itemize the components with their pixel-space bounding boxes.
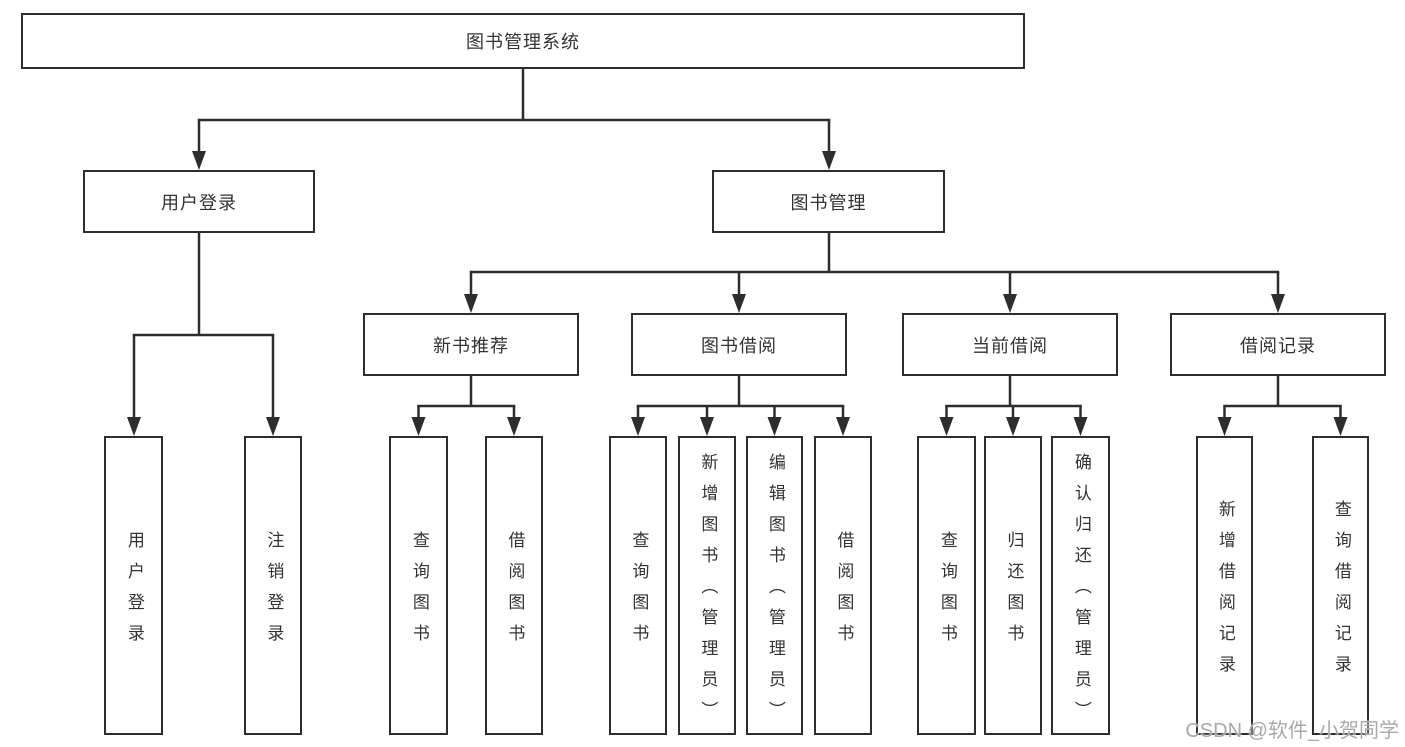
tree-arrowheads bbox=[127, 120, 1348, 436]
node-book-management: 图书管理 bbox=[712, 170, 945, 233]
node-new-book-recommend-label: 新书推荐 bbox=[433, 335, 509, 356]
leaf-borrowing-borrow-books: 借阅图书 bbox=[814, 436, 872, 735]
leaf-current-confirm-return-admin-label: 确认归还（管理员） bbox=[1071, 453, 1091, 732]
leaf-user-login-label: 用户登录 bbox=[124, 530, 144, 655]
tree-connector-lines bbox=[132, 69, 1342, 408]
leaf-newbooks-query-books-label: 查询图书 bbox=[409, 530, 429, 655]
node-new-book-recommend: 新书推荐 bbox=[363, 313, 579, 376]
node-borrowing-records: 借阅记录 bbox=[1170, 313, 1386, 376]
node-current-borrowing-label: 当前借阅 bbox=[972, 335, 1048, 356]
leaf-borrowing-edit-books-admin: 编辑图书（管理员） bbox=[746, 436, 803, 735]
csdn-watermark: CSDN @软件_小贺同学 bbox=[1185, 720, 1399, 742]
leaf-borrowing-borrow-books-label: 借阅图书 bbox=[834, 530, 854, 655]
node-user-login: 用户登录 bbox=[83, 170, 315, 233]
leaf-borrowing-add-books-admin-label: 新增图书（管理员） bbox=[698, 453, 718, 732]
node-root: 图书管理系统 bbox=[21, 13, 1025, 69]
node-book-borrowing-label: 图书借阅 bbox=[701, 335, 777, 356]
leaf-logout: 注销登录 bbox=[244, 436, 302, 735]
node-user-login-label: 用户登录 bbox=[161, 192, 237, 213]
node-borrowing-records-label: 借阅记录 bbox=[1240, 335, 1316, 356]
leaf-newbooks-query-books: 查询图书 bbox=[389, 436, 448, 735]
node-current-borrowing: 当前借阅 bbox=[902, 313, 1118, 376]
leaf-current-return-books: 归还图书 bbox=[984, 436, 1042, 735]
leaf-borrowing-query-books: 查询图书 bbox=[609, 436, 667, 735]
node-root-label: 图书管理系统 bbox=[466, 32, 580, 52]
node-book-management-label: 图书管理 bbox=[790, 192, 867, 213]
leaf-newbooks-borrow-books-label: 借阅图书 bbox=[505, 530, 525, 655]
leaf-user-login: 用户登录 bbox=[104, 436, 163, 735]
leaf-records-add-record: 新增借阅记录 bbox=[1196, 436, 1253, 735]
leaf-records-query-record: 查询借阅记录 bbox=[1312, 436, 1369, 735]
leaf-logout-label: 注销登录 bbox=[264, 530, 284, 655]
leaf-borrowing-query-books-label: 查询图书 bbox=[629, 530, 649, 655]
node-book-borrowing: 图书借阅 bbox=[631, 313, 847, 376]
leaf-borrowing-add-books-admin: 新增图书（管理员） bbox=[678, 436, 736, 735]
leaf-current-return-books-label: 归还图书 bbox=[1004, 530, 1024, 655]
leaf-current-query-books-label: 查询图书 bbox=[937, 530, 957, 655]
leaf-records-query-record-label: 查询借阅记录 bbox=[1331, 499, 1351, 686]
leaf-current-query-books: 查询图书 bbox=[917, 436, 976, 735]
leaf-records-add-record-label: 新增借阅记录 bbox=[1215, 499, 1235, 686]
leaf-current-confirm-return-admin: 确认归还（管理员） bbox=[1051, 436, 1110, 735]
leaf-borrowing-edit-books-admin-label: 编辑图书（管理员） bbox=[765, 453, 785, 732]
leaf-newbooks-borrow-books: 借阅图书 bbox=[485, 436, 543, 735]
